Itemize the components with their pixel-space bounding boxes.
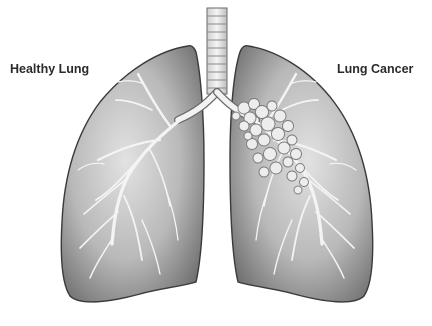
trachea	[207, 8, 227, 94]
lung-cancer-label: Lung Cancer	[337, 62, 413, 76]
healthy-lung	[61, 46, 204, 302]
cancer-lung	[230, 46, 373, 302]
healthy-lung-label: Healthy Lung	[10, 62, 89, 76]
